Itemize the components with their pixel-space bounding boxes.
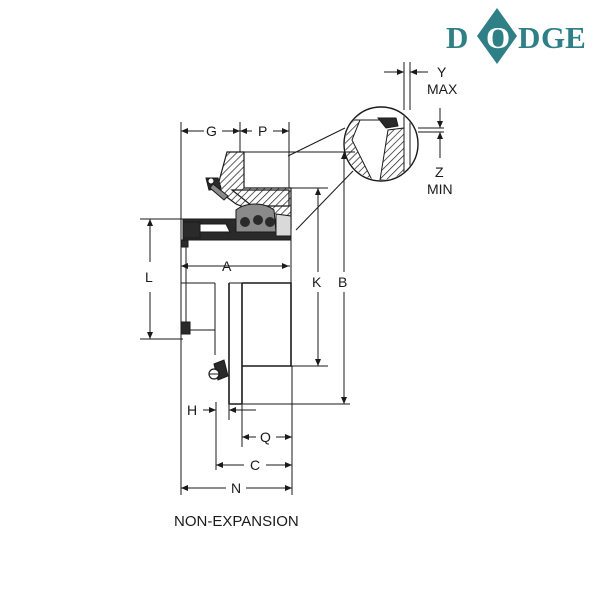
flange-plate: [228, 283, 243, 405]
detail-leader-upper: [287, 127, 346, 157]
label-l: L: [145, 269, 153, 285]
label-y: Y: [437, 64, 447, 80]
label-g: G: [206, 123, 217, 139]
logo-letter-d2: D: [518, 20, 540, 55]
housing-top: [230, 189, 290, 207]
label-p: P: [258, 123, 267, 139]
label-n: N: [231, 480, 241, 496]
dimension-labels: G P Y MAX Z MIN A L K B H Q C N: [145, 64, 458, 496]
dimension-lines: [140, 62, 444, 495]
label-b: B: [338, 274, 347, 290]
logo-letter-o: O: [486, 20, 510, 55]
caption-non-expansion: NON-EXPANSION: [174, 513, 299, 530]
dodge-logo: D O D GE: [446, 8, 586, 64]
logo-diamond-icon: [477, 8, 517, 64]
label-k: K: [312, 274, 322, 290]
label-q: Q: [260, 429, 271, 445]
detail-circle: [287, 106, 419, 231]
label-h: H: [187, 402, 197, 418]
housing-pilot: [242, 282, 292, 367]
grease-fitting-lower: [208, 359, 229, 381]
label-z-min: MIN: [427, 181, 453, 197]
grease-fitting-top: [205, 177, 229, 201]
label-y-max: MAX: [427, 81, 458, 97]
setscrew-lower: [180, 321, 191, 335]
label-c: C: [250, 457, 260, 473]
logo-letter-d1: D: [446, 20, 468, 55]
label-a: A: [222, 258, 232, 274]
bearing-section: [180, 151, 292, 405]
logo-letters-ge: GE: [541, 20, 586, 55]
label-z: Z: [435, 164, 444, 180]
